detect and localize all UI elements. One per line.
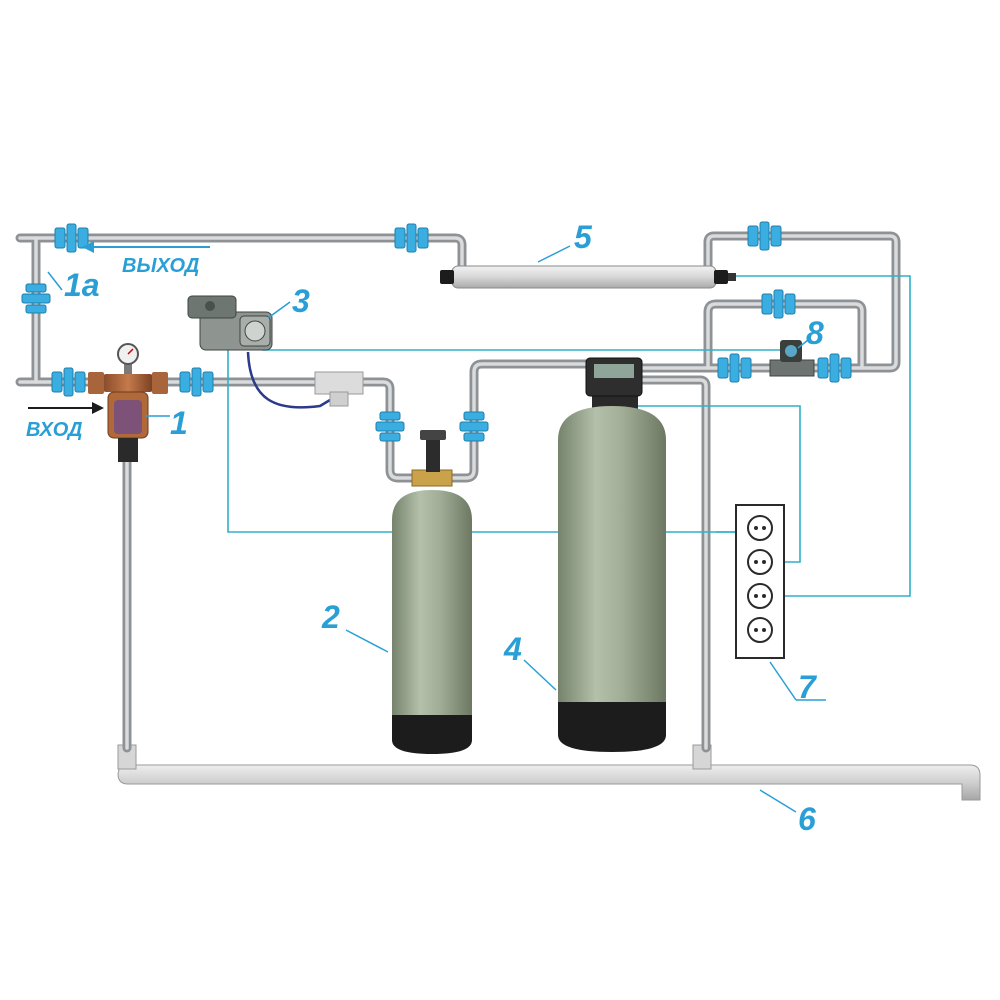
flow-sensor <box>769 340 815 377</box>
label-1a: 1а <box>64 267 100 303</box>
pipe-fittings <box>21 221 852 442</box>
fitting <box>21 283 51 314</box>
label-2: 2 <box>321 599 340 635</box>
label-4: 4 <box>503 631 522 667</box>
air-compressor <box>187 295 273 351</box>
inlet-label: ВХОД <box>26 419 83 441</box>
fitting <box>761 289 796 319</box>
outlet-label: ВЫХОД <box>122 255 199 277</box>
fitting <box>817 353 852 383</box>
fitting <box>179 367 214 397</box>
fitting <box>747 221 782 251</box>
fitting <box>54 223 89 253</box>
outlet-arrow-icon <box>82 241 210 253</box>
tank-4 <box>558 357 666 752</box>
power-strip <box>735 504 785 659</box>
socket-icon <box>747 617 773 643</box>
sediment-prefilter <box>88 343 168 462</box>
label-8: 8 <box>806 315 824 351</box>
label-3: 3 <box>292 283 310 319</box>
air-hose <box>246 351 331 409</box>
fitting <box>717 353 752 383</box>
socket-icon <box>747 583 773 609</box>
socket-icon <box>747 549 773 575</box>
aerator-tee <box>314 371 364 407</box>
socket-icon <box>747 515 773 541</box>
label-1: 1 <box>170 405 188 441</box>
tank-2 <box>392 430 472 754</box>
fitting <box>459 411 489 442</box>
controller-display <box>594 364 634 378</box>
uv-sterilizer <box>440 265 736 289</box>
fitting <box>375 411 405 442</box>
leader-lines <box>47 245 826 813</box>
drain-pipe <box>117 744 981 801</box>
label-6: 6 <box>798 801 816 837</box>
inlet-arrow-icon <box>28 402 104 414</box>
label-5: 5 <box>574 219 593 255</box>
fitting <box>51 367 86 397</box>
fitting <box>394 223 429 253</box>
label-7: 7 <box>798 669 818 705</box>
